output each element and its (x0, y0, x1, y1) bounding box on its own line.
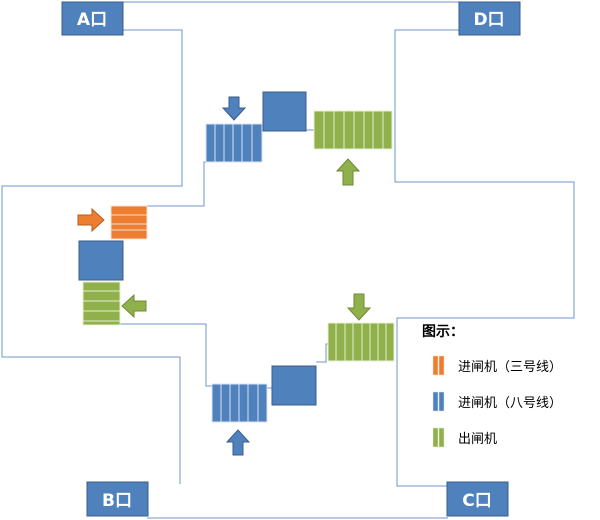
gate (211, 383, 222, 423)
legend-label-entry-line3: 进闸机（三号线） (458, 360, 562, 375)
exit-a-box (61, 1, 124, 36)
inner-wall-left (120, 323, 212, 387)
gate (363, 110, 374, 150)
gate (335, 322, 346, 362)
exit-d-box (458, 1, 521, 36)
gates-exit-top (313, 110, 393, 150)
gate (82, 310, 121, 322)
arrow-up-icon (335, 158, 361, 186)
gate (323, 110, 335, 150)
gate (232, 123, 243, 163)
gate (369, 322, 379, 362)
gate (82, 320, 121, 326)
gate (313, 110, 325, 150)
arrow-left-green-left (121, 293, 147, 319)
exit-d: D口 (458, 1, 521, 36)
arrow-down-blue-top (221, 96, 247, 121)
arrow-up-blue-bottom (225, 429, 251, 456)
exit-a-label: A口 (77, 10, 107, 30)
exit-c-box (446, 481, 509, 517)
gate (247, 383, 259, 423)
legend-label-entry-line8: 进闸机（八号线） (458, 396, 562, 411)
gate (82, 281, 121, 292)
gate (385, 322, 395, 362)
gate (223, 123, 234, 163)
legend-swatch-blue (432, 391, 439, 412)
gate (241, 123, 253, 163)
gate (327, 322, 337, 362)
arrow-right-orange-left (77, 207, 105, 233)
arrow-down-icon (221, 96, 247, 121)
gate (343, 110, 355, 150)
gates-entry-line3-left (110, 205, 148, 240)
service-booth-left (78, 240, 124, 281)
exit-b: B口 (86, 481, 149, 517)
gate (333, 110, 345, 150)
legend-swatch-orange (438, 355, 445, 376)
arrow-down-green-bottom (346, 293, 372, 321)
gate (220, 383, 231, 423)
gates-entry-line8-top (205, 123, 263, 163)
inner-wall-top (147, 161, 206, 207)
gate (353, 110, 365, 150)
arrow-up-green-top (335, 158, 361, 186)
arrow-right-icon (77, 207, 105, 233)
legend-item-exit-gate: 出闸机 (432, 427, 497, 448)
gate (82, 300, 121, 312)
gate (229, 383, 240, 423)
legend: 图示： 进闸机（三号线） 进闸机（八号线） 出闸机 (422, 324, 562, 448)
wall-right (394, 29, 575, 487)
legend-item-entry-line3: 进闸机（三号线） (432, 355, 562, 376)
exit-c: C口 (446, 481, 509, 517)
legend-swatch-blue (438, 391, 445, 412)
legend-swatch-green (432, 427, 439, 448)
exit-c-label: C口 (462, 491, 491, 511)
gate (344, 322, 354, 362)
gate (238, 383, 249, 423)
arrow-down-icon (346, 293, 372, 321)
gate (352, 322, 363, 362)
gate (110, 214, 148, 225)
gate (361, 322, 371, 362)
legend-swatch-orange (432, 355, 439, 376)
legend-title: 图示： (422, 324, 464, 340)
gate (372, 110, 384, 150)
exit-d-label: D口 (473, 10, 504, 30)
legend-item-entry-line8: 进闸机（八号线） (432, 391, 562, 412)
arrow-up-icon (225, 429, 251, 456)
exit-b-label: B口 (102, 491, 132, 511)
gate (110, 205, 148, 216)
gate (382, 110, 393, 150)
wall-left (1, 29, 183, 484)
gates-exit-left (82, 281, 121, 326)
gate (251, 123, 263, 163)
gate (257, 383, 268, 423)
gate (377, 322, 387, 362)
exit-b-box (86, 481, 149, 517)
arrow-left-icon (121, 293, 147, 319)
legend-swatch-green (438, 427, 445, 448)
gates-exit-bottom (327, 322, 395, 362)
gate (205, 123, 216, 163)
gate (214, 123, 225, 163)
service-booth-top (262, 91, 307, 132)
gate (82, 290, 121, 302)
service-booth-bottom (271, 365, 317, 406)
exit-a: A口 (61, 1, 124, 36)
legend-label-exit-gate: 出闸机 (458, 432, 497, 447)
gates-entry-line8-bottom (211, 383, 268, 423)
gate (110, 229, 148, 240)
